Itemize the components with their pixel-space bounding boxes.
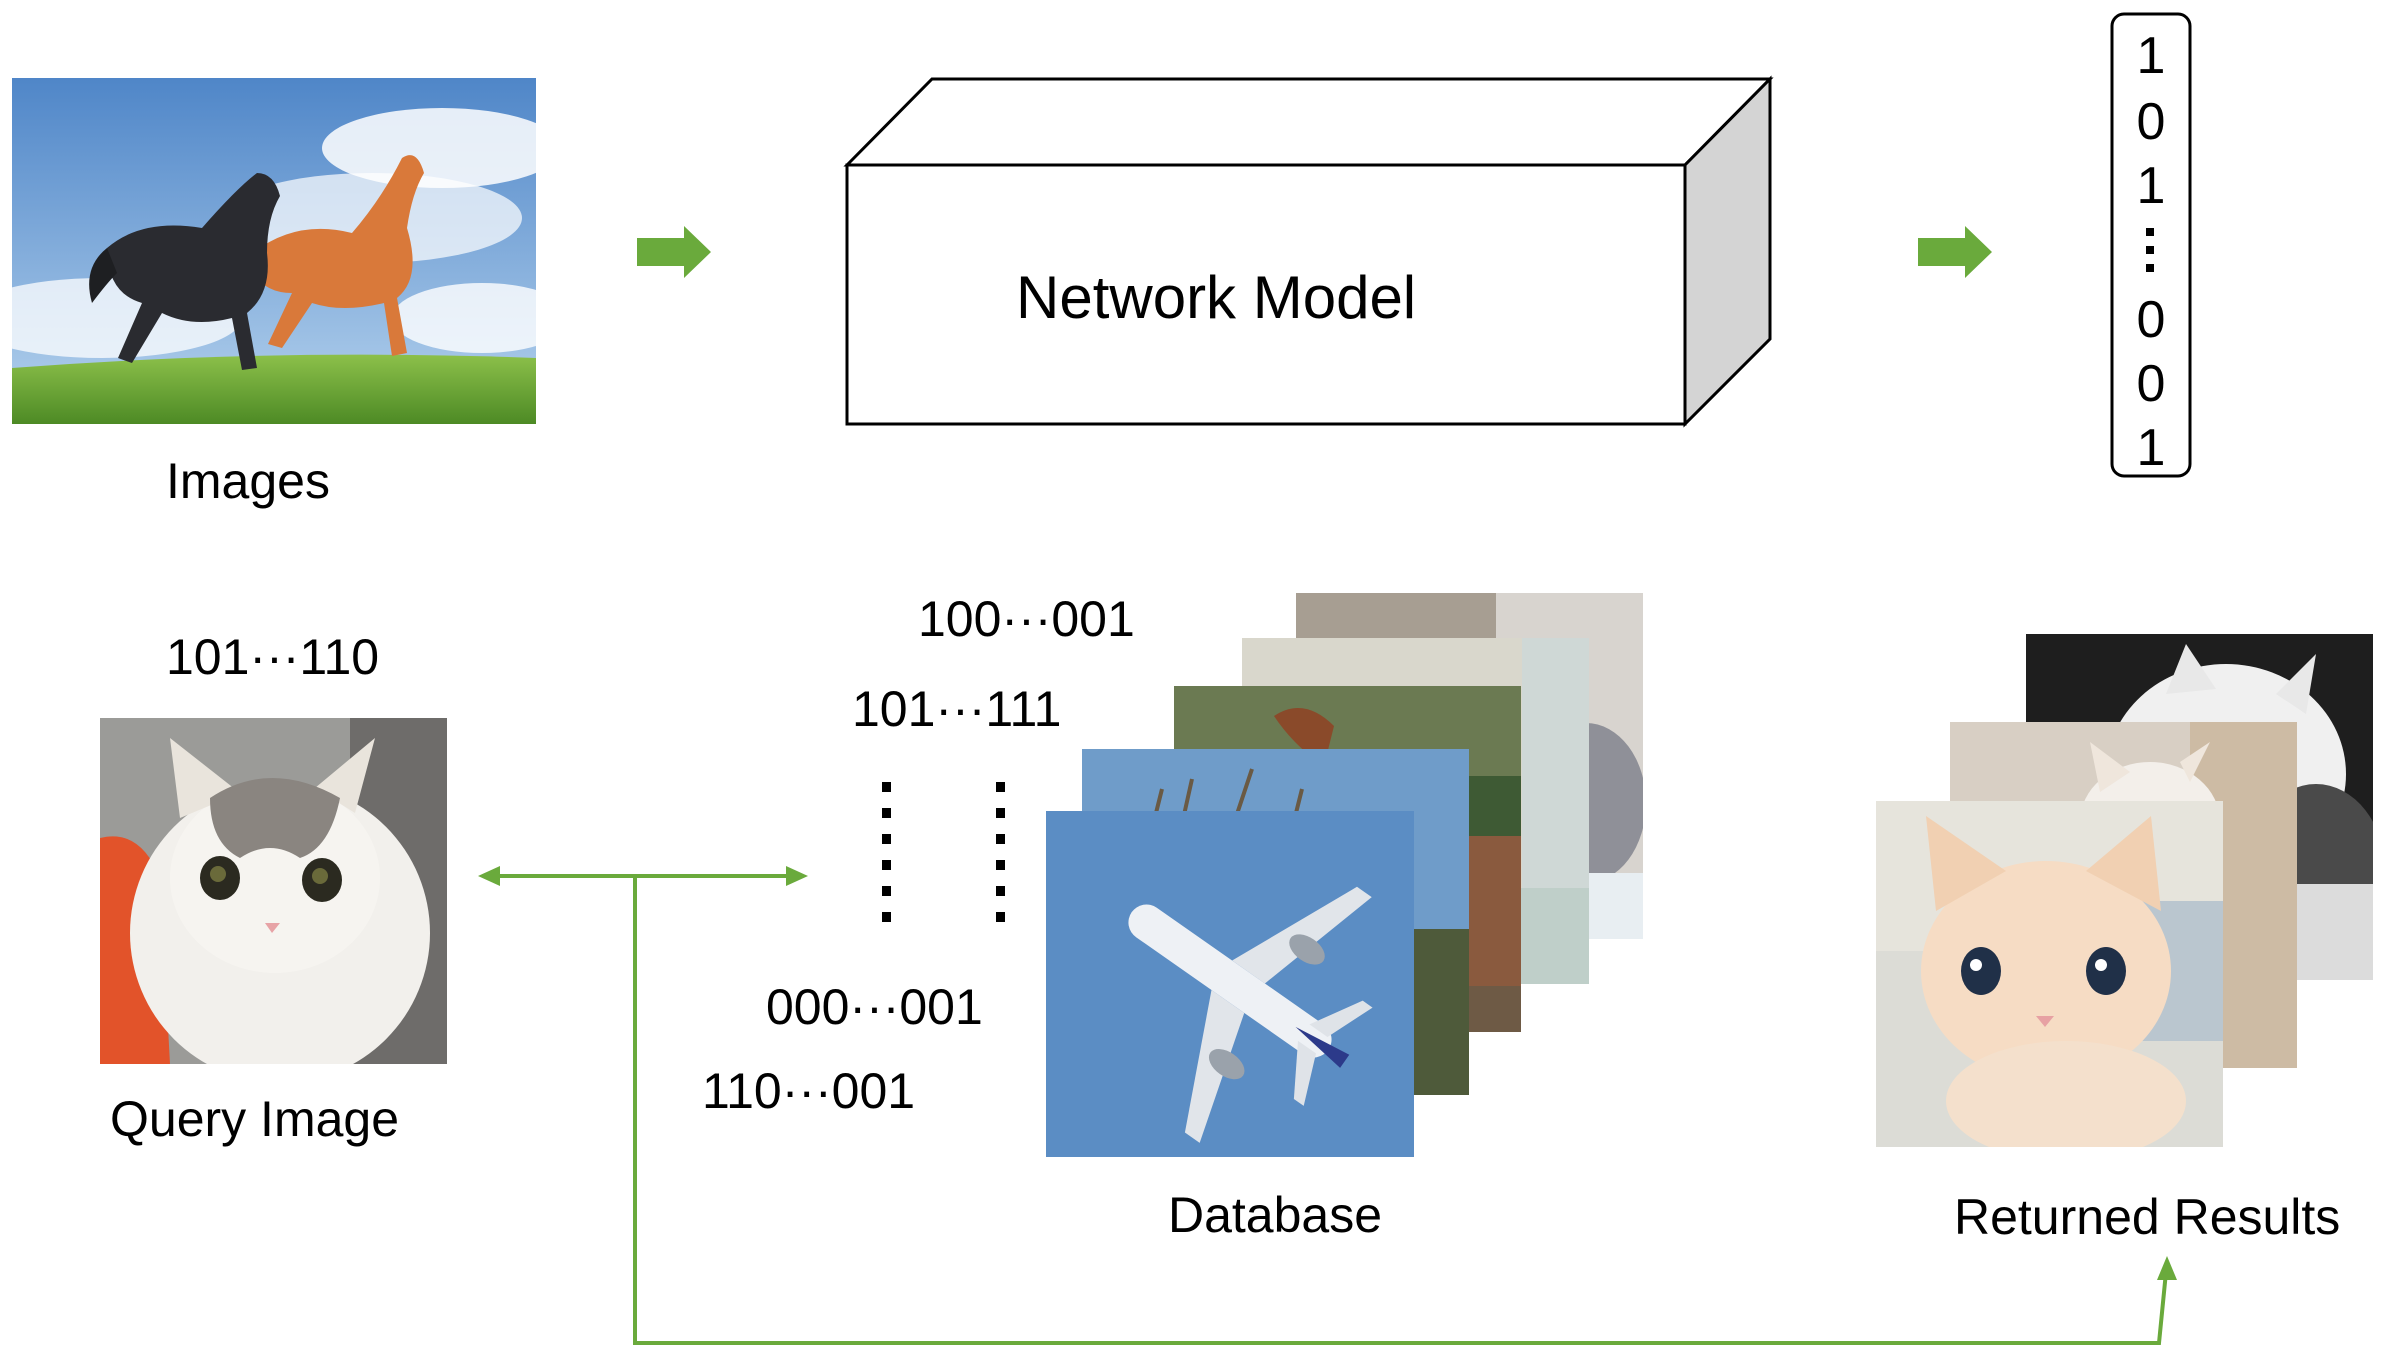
up-arrow-icon: [2157, 1256, 2177, 1280]
images-label: Images: [166, 453, 330, 509]
hash-bit: 0: [2136, 291, 2166, 349]
hash-bit: 0: [2136, 93, 2166, 151]
vertical-dots-icon: [882, 782, 891, 922]
hash-bit: 1: [2136, 157, 2166, 215]
result-photo: [1876, 801, 2223, 1147]
query-image-label: Query Image: [110, 1091, 400, 1147]
database-hash-code: 101···111: [852, 681, 1062, 737]
vertical-dots-icon: [2146, 228, 2154, 272]
result-arrow: [633, 876, 2168, 1345]
query-hash-code: 101···110: [166, 629, 380, 685]
hash-code-frame: [2110, 12, 2192, 478]
database-hash-code: 100···001: [918, 591, 1135, 647]
hash-bit: 1: [2136, 27, 2166, 85]
query-cat-photo: [100, 718, 447, 1064]
database-photo: [1046, 811, 1414, 1157]
horses-photo: [12, 78, 536, 424]
hash-bit: 1: [2136, 419, 2166, 477]
network-model-label: Network Model: [1016, 264, 1417, 331]
returned-results-label: Returned Results: [1954, 1189, 2341, 1245]
compare-arrow: [478, 866, 808, 886]
right-arrow-icon: [637, 226, 711, 278]
vertical-dots-icon: [996, 782, 1005, 922]
network-model-box: [843, 75, 1774, 428]
hash-bit: 0: [2136, 355, 2166, 413]
database-hash-code: 110···001: [702, 1063, 916, 1119]
database-label: Database: [1168, 1187, 1383, 1243]
database-hash-code: 000···001: [766, 979, 983, 1035]
right-arrow-icon: [1918, 226, 1992, 278]
